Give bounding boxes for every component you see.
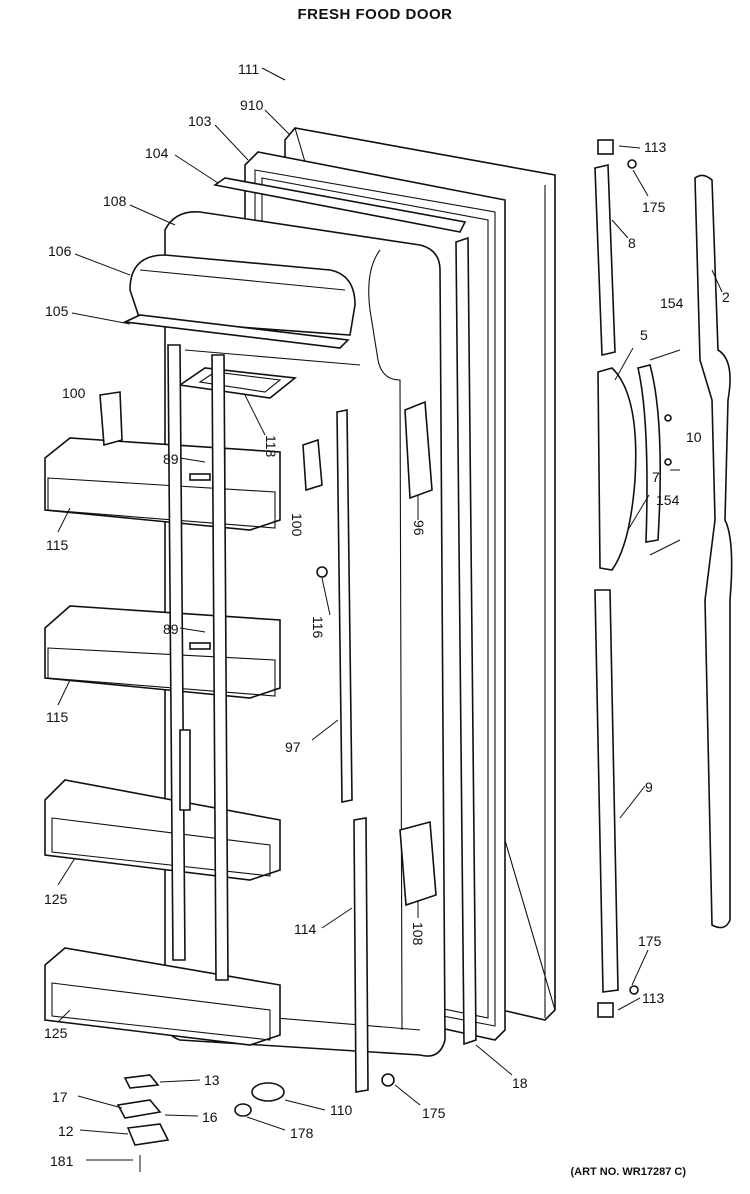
callout-10: 10 [686,429,702,445]
callout-114: 114 [294,921,317,937]
door-gasket-side [694,174,733,929]
callout-154-lower: 154 [656,492,680,508]
callout-125-upper: 125 [44,891,68,907]
shelf-support-lower [353,817,369,1093]
callout-89-upper: 89 [163,451,179,467]
dairy-compartment [122,254,356,349]
callout-178: 178 [290,1125,314,1141]
callout-108-top: 108 [103,193,127,209]
callout-13: 13 [204,1072,220,1088]
door-bin-bottom [44,947,281,1046]
handle-trim-upper [594,164,616,356]
callout-16: 16 [202,1109,218,1125]
callout-175-top: 175 [642,199,666,215]
liner-rails [167,344,229,981]
callout-12: 12 [58,1123,74,1139]
callout-103: 103 [188,113,212,129]
butter-tray [177,367,298,399]
callout-115-lower: 115 [46,709,69,725]
callout-2: 2 [722,289,730,305]
door-rail [455,236,477,1046]
callout-115-upper: 115 [46,537,69,553]
shelf-support [336,409,353,803]
callout-97: 97 [285,739,301,755]
leader-lines [57,67,723,1161]
callout-125-lower: 125 [44,1025,68,1041]
callout-113-top: 113 [644,139,667,155]
callout-154-upper: 154 [660,295,684,311]
callout-116: 116 [310,616,326,639]
insulation-upper [404,400,433,500]
art-number: (ART NO. WR17287 C) [570,1166,686,1178]
diagram-title: FRESH FOOD DOOR [297,6,453,23]
door-shelf-middle [44,605,281,699]
handle-insert [637,364,662,543]
callout-113-bottom: 113 [642,990,665,1006]
callout-104: 104 [145,145,169,161]
door-handle [597,367,637,571]
callout-17: 17 [52,1089,68,1105]
callout-7: 7 [652,469,660,485]
callout-118: 118 [263,435,279,458]
callout-175-lower: 175 [638,933,662,949]
handle-trim-lower [594,589,619,993]
callout-175-bottom: 175 [422,1105,446,1121]
callout-18: 18 [512,1075,528,1091]
callout-100-mid: 100 [289,513,305,537]
handle-screws [597,139,681,1018]
hinge-parts [99,391,395,1172]
callout-106: 106 [48,243,72,259]
callout-105: 105 [45,303,69,319]
callout-labels: 111 910 103 104 108 106 105 100 118 89 1… [44,61,730,1169]
callout-9: 9 [645,779,653,795]
insulation-lower [399,820,437,907]
breaker-strip [212,177,467,233]
callout-96: 96 [411,520,427,536]
callout-910: 910 [240,97,264,113]
callout-181: 181 [50,1153,74,1169]
callout-5: 5 [640,327,648,343]
callout-89-lower: 89 [163,621,179,637]
callout-108-lower: 108 [410,922,426,946]
callout-110: 110 [330,1102,353,1118]
callout-100-left: 100 [62,385,86,401]
callout-8: 8 [628,235,636,251]
callout-111: 111 [238,61,259,77]
